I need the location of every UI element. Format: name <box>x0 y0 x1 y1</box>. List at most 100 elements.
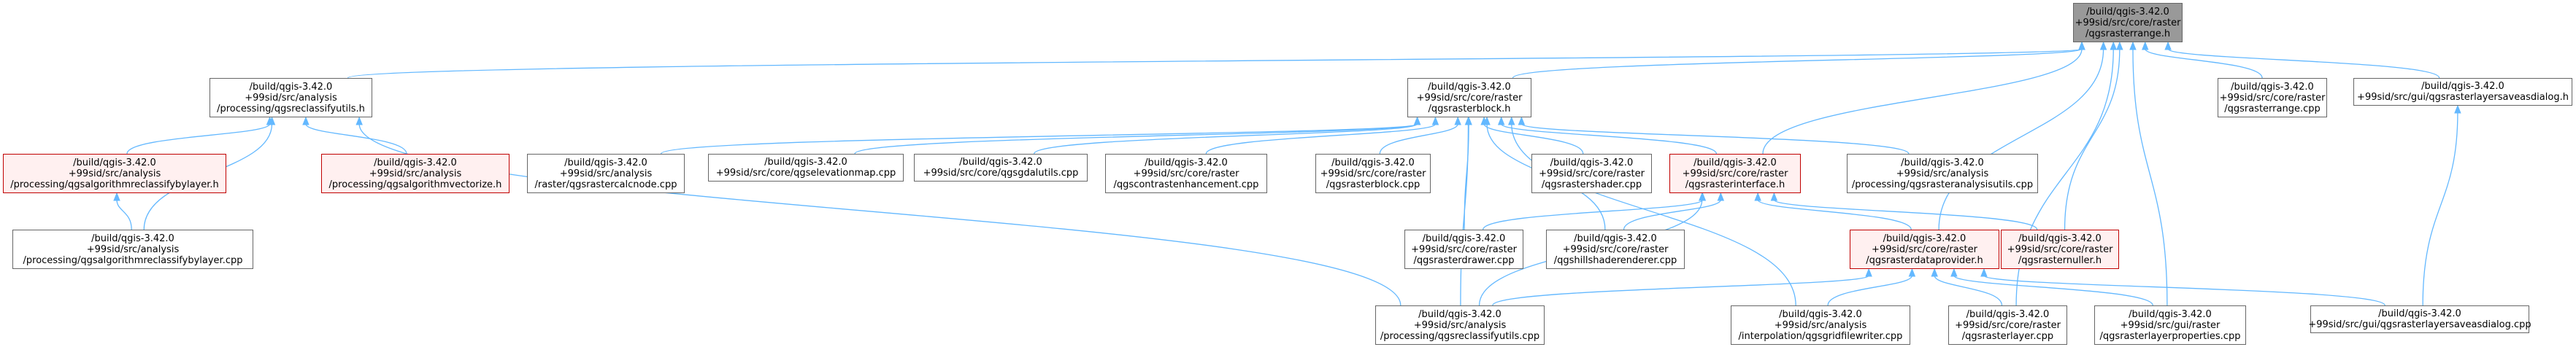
node-label-line: +99sid/src/analysis <box>559 168 653 179</box>
node-label: /build/qgis-3.42.0+99sid/src/analysis/pr… <box>1852 157 2033 190</box>
node-label-line: +99sid/src/gui/qgsrasterlayersaveasdialo… <box>2357 92 2569 103</box>
edge-arrowhead <box>2164 41 2172 50</box>
node-label-line: +99sid/src/core/raster <box>1539 168 1645 179</box>
edge-rasterdrawer_cpp-to-rasterinterface_h <box>1483 199 1704 230</box>
node-label-line: /qgshillshaderenderer.cpp <box>1553 254 1677 266</box>
node-label-line: /build/qgis-3.42.0 <box>959 157 1042 168</box>
graph-node-reclassifyutils-h[interactable]: /build/qgis-3.42.0+99sid/src/analysis/pr… <box>209 78 372 117</box>
graph-node-elevationmap-cpp[interactable]: /build/qgis-3.42.0+99sid/src/core/qgsele… <box>708 154 904 182</box>
edge-arrowhead <box>1699 192 1706 201</box>
edge-reclassifyutils_cpp-to-dataprovider_h <box>1492 275 1869 306</box>
edge-dataprovider_h-to-root <box>1938 48 2104 230</box>
node-label-line: +99sid/src/core/raster <box>1411 243 1517 255</box>
edge-saveasdialog_cpp-to-saveasdialog_h <box>2422 112 2458 306</box>
node-label-line: +99sid/src/analysis <box>245 92 337 104</box>
graph-node-vectorize-h[interactable]: /build/qgis-3.42.0+99sid/src/analysis/pr… <box>321 154 510 193</box>
edge-saveasdialog_cpp-to-dataprovider_h <box>1983 275 2385 306</box>
node-label: /build/qgis-3.42.0+99sid/src/analysis/in… <box>1739 309 1903 342</box>
graph-node-rasterblock-cpp[interactable]: /build/qgis-3.42.0+99sid/src/core/raster… <box>1315 154 1431 193</box>
edge-reclassbylayer_h-to-reclassifyutils_h <box>126 123 271 155</box>
node-label-line: +99sid/src/core/qgsgdalutils.cpp <box>923 168 1079 179</box>
edge-arrowhead <box>1865 268 1872 277</box>
node-label-line: /build/qgis-3.42.0 <box>1966 308 2050 320</box>
graph-node-layerprops-cpp[interactable]: /build/qgis-3.42.0+99sid/src/gui/raster/… <box>2094 305 2246 345</box>
graph-node-rastershader-cpp[interactable]: /build/qgis-3.42.0+99sid/src/core/raster… <box>1531 154 1652 193</box>
graph-node-saveasdialog-cpp[interactable]: /build/qgis-3.42.0+99sid/src/gui/qgsrast… <box>2308 305 2531 333</box>
edge-arrowhead <box>1518 116 1526 125</box>
node-label-line: +99sid/src/analysis <box>68 168 161 179</box>
node-label: /build/qgis-3.42.0+99sid/src/analysis/pr… <box>1380 309 1539 342</box>
node-label: /build/qgis-3.42.0+99sid/src/analysis/pr… <box>217 82 365 114</box>
edge-rasterlayer_cpp-to-dataprovider_h <box>1934 275 2003 306</box>
edge-calcnode_cpp-to-rasterblock_h <box>660 123 1418 155</box>
graph-node-rasterinterface-h[interactable]: /build/qgis-3.42.0+99sid/src/core/raster… <box>1669 154 1801 193</box>
graph-node-reclassbylayer-h[interactable]: /build/qgis-3.42.0+99sid/src/analysis/pr… <box>3 154 226 193</box>
edge-analysisutils_cpp-to-rasterblock_h <box>1520 123 1910 155</box>
node-label: /build/qgis-3.42.0+99sid/src/analysis/pr… <box>23 233 243 266</box>
edge-arrowhead <box>1717 192 1725 201</box>
node-label: /build/qgis-3.42.0+99sid/src/core/raster… <box>1320 157 1426 190</box>
edge-gridfilewriter_cpp-to-dataprovider_h <box>1827 275 1913 306</box>
node-label-line: /build/qgis-3.42.0 <box>1901 157 1984 168</box>
edge-rasternuller_h-to-rasterinterface_h <box>1773 199 2038 230</box>
node-label-line: /qgsrasterlayer.cpp <box>1961 330 2054 342</box>
edge-arrowhead <box>1507 116 1515 125</box>
edge-reclassifyutils_cpp-to-reclassifyutils_h <box>358 123 1402 306</box>
edge-arrowhead <box>302 116 309 125</box>
graph-node-hillshade-cpp[interactable]: /build/qgis-3.42.0+99sid/src/core/raster… <box>1546 230 1685 269</box>
node-label: /build/qgis-3.42.0+99sid/src/core/raster… <box>1866 233 1983 266</box>
graph-node-rasterblock-h[interactable]: /build/qgis-3.42.0+99sid/src/core/raster… <box>1407 78 1531 117</box>
graph-node-reclassifyutils-cpp[interactable]: /build/qgis-3.42.0+99sid/src/analysis/pr… <box>1375 305 1545 345</box>
node-label: /build/qgis-3.42.0+99sid/src/core/raster… <box>1417 82 1523 114</box>
node-label-line: /build/qgis-3.42.0 <box>1418 308 1502 320</box>
edge-arrowhead <box>2110 41 2117 50</box>
edge-arrowhead <box>1980 268 1988 277</box>
edge-hillshade_cpp-to-rasterinterface_h <box>1623 199 1721 230</box>
node-label: /build/qgis-3.42.0+99sid/src/analysis/pr… <box>329 157 502 190</box>
edge-arrowhead <box>1464 116 1472 125</box>
graph-node-analysisutils-cpp[interactable]: /build/qgis-3.42.0+99sid/src/analysis/pr… <box>1847 154 2038 193</box>
node-label-line: /build/qgis-3.42.0 <box>2129 308 2212 320</box>
node-label: /build/qgis-3.42.0+99sid/src/core/raster… <box>1114 157 1259 190</box>
node-label-line: /build/qgis-3.42.0 <box>2421 81 2504 92</box>
graph-node-gridfilewriter-cpp[interactable]: /build/qgis-3.42.0+99sid/src/analysis/in… <box>1731 305 1910 345</box>
graph-node-rasterrange-cpp[interactable]: /build/qgis-3.42.0+99sid/src/core/raster… <box>2218 78 2327 117</box>
node-label-line: /qgsrasterblock.h <box>1428 103 1511 114</box>
edge-arrowhead <box>1454 116 1461 125</box>
node-label-line: /build/qgis-3.42.0 <box>374 157 457 168</box>
node-label-line: /build/qgis-3.42.0 <box>2086 6 2169 17</box>
graph-node-saveasdialog-h[interactable]: /build/qgis-3.42.0+99sid/src/gui/qgsrast… <box>2353 78 2572 106</box>
node-label-line: /processing/qgsreclassifyutils.cpp <box>1380 330 1540 342</box>
node-label-line: /build/qgis-3.42.0 <box>1422 233 1506 244</box>
node-label-line: +99sid/src/core/raster <box>2219 92 2326 104</box>
graph-node-contrast-cpp[interactable]: /build/qgis-3.42.0+99sid/src/core/raster… <box>1105 154 1267 193</box>
graph-node-calcnode-cpp[interactable]: /build/qgis-3.42.0+99sid/src/analysis/ra… <box>527 154 685 193</box>
edge-reclassbylayer_cpp-to-reclassbylayer_h <box>116 199 132 230</box>
edge-gridfilewriter_cpp-to-rasterblock_h <box>1511 123 1796 306</box>
edge-arrowhead <box>2116 41 2123 50</box>
node-label-line: /build/qgis-3.42.0 <box>564 157 647 168</box>
edge-arrowhead <box>1431 116 1439 125</box>
node-label: /build/qgis-3.42.0+99sid/src/gui/raster/… <box>2100 309 2241 342</box>
node-label-line: /processing/qgsalgorithmvectorize.h <box>328 179 502 190</box>
node-label-line: /qgsrasterdrawer.cpp <box>1413 254 1515 266</box>
graph-node-gdalutils-cpp[interactable]: /build/qgis-3.42.0+99sid/src/core/qgsgda… <box>914 154 1088 182</box>
graph-node-dataprovider-h[interactable]: /build/qgis-3.42.0+99sid/src/core/raster… <box>1850 230 1999 269</box>
edge-vectorize_h-to-reclassifyutils_h <box>305 123 407 155</box>
graph-node-rasterlayer-cpp[interactable]: /build/qgis-3.42.0+99sid/src/core/raster… <box>1948 305 2067 345</box>
node-label-line: +99sid/src/core/raster <box>2007 243 2113 255</box>
node-label-line: /build/qgis-3.42.0 <box>1779 308 1862 320</box>
graph-node-rasterdrawer-cpp[interactable]: /build/qgis-3.42.0+99sid/src/core/raster… <box>1404 230 1523 269</box>
node-label-line: /qgsrasterinterface.h <box>1685 179 1785 190</box>
edge-arrowhead <box>1908 268 1916 277</box>
graph-node-rasternuller-h[interactable]: /build/qgis-3.42.0+99sid/src/core/raster… <box>2001 230 2119 269</box>
edge-elevationmap_cpp-to-rasterblock_h <box>854 123 1418 155</box>
graph-node-reclassbylayer-cpp[interactable]: /build/qgis-3.42.0+99sid/src/analysis/pr… <box>12 230 253 269</box>
edge-gdalutils_cpp-to-rasterblock_h <box>1034 123 1418 155</box>
node-label: /build/qgis-3.42.0+99sid/src/core/raster… <box>1955 309 2061 342</box>
node-label-line: +99sid/src/core/raster <box>1133 168 1239 179</box>
node-label: /build/qgis-3.42.0+99sid/src/core/raster… <box>1554 233 1677 266</box>
node-label: /build/qgis-3.42.0+99sid/src/analysis/pr… <box>10 157 219 190</box>
node-label-line: +99sid/src/core/raster <box>1682 168 1788 179</box>
